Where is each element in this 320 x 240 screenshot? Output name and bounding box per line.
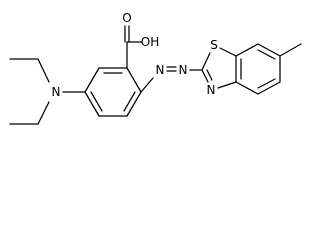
bond-ring1-f — [84, 91, 100, 117]
bond-ring1-d2 — [123, 91, 136, 112]
atom-labels: O OH N N N S N — [52, 11, 218, 99]
bond-ethyl-lower-1 — [37, 101, 50, 125]
bond-thiazole-c2-n-2 — [206, 69, 213, 81]
bond-thiazole-c2-s — [201, 52, 211, 71]
bond-ring2-b — [235, 43, 259, 57]
bond-methyl — [279, 43, 302, 57]
bond-ring2-c — [257, 43, 281, 57]
bond-ethyl-upper-1 — [37, 58, 50, 83]
atom-label-carboxyl-oh: OH — [141, 35, 159, 49]
atom-label-thiazole-s: S — [210, 38, 218, 52]
atom-label-azo-n2: N — [179, 63, 188, 77]
bond-lines — [9, 25, 302, 125]
bond-ring-to-azo — [140, 77, 154, 93]
bond-thiazole-s-c7a — [219, 47, 237, 57]
atom-label-amine-n: N — [52, 85, 61, 99]
bond-thiazole-c2-n-1 — [201, 69, 209, 83]
bond-ring1-f2 — [90, 91, 103, 112]
bond-ring2-e2 — [257, 78, 276, 89]
chemical-structure-diagram: O OH N N N S N — [9, 11, 302, 125]
atom-label-azo-n1: N — [156, 63, 165, 77]
bond-ring1-d — [126, 91, 142, 117]
atom-label-carboxyl-o: O — [122, 11, 131, 25]
bond-thiazole-n-c3a — [217, 81, 237, 89]
bond-ring2-e — [257, 81, 281, 95]
bond-ring2-c2 — [257, 49, 276, 60]
bond-ring1-c — [126, 67, 142, 93]
bond-ring2-f — [235, 81, 259, 95]
bond-ring1-a — [84, 67, 100, 93]
atom-label-thiazole-n: N — [207, 83, 216, 97]
